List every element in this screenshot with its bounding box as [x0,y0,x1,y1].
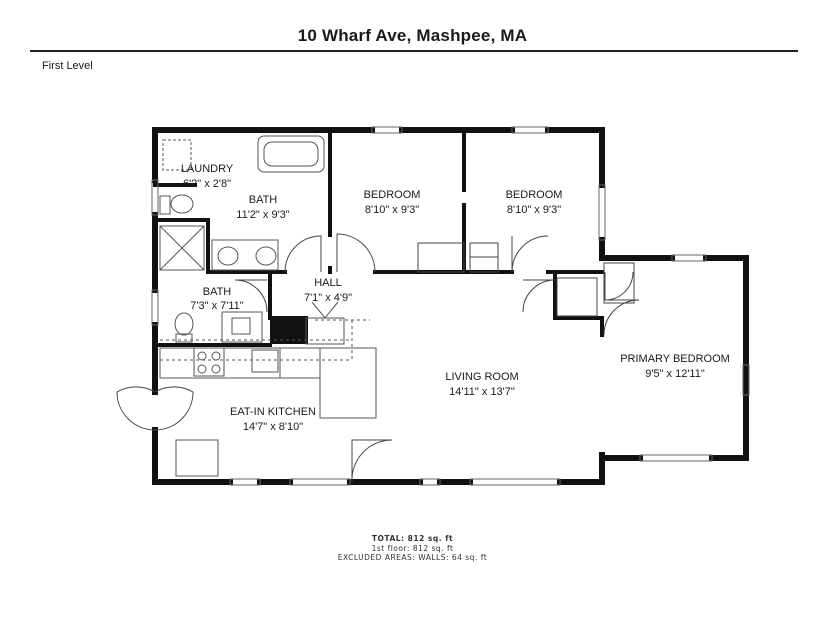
laundry-name: LAUNDRY [181,163,234,175]
living-name: LIVING ROOM [445,371,518,383]
door-swings [116,233,640,483]
level-label: First Level [42,60,93,72]
living-dims: 14'11" x 13'7" [449,386,515,398]
dashed-lines [160,319,370,362]
bedroom2-name: BEDROOM [506,189,563,201]
first-floor-area: 1st floor: 812 sq. ft [371,544,454,553]
bedroom1-dims: 8'10" x 9'3" [365,204,419,216]
closet-block [270,316,308,344]
bath1-name: BATH [249,194,278,206]
hall-name: HALL [314,277,342,289]
kitchen-dims: 14'7" x 8'10" [243,421,303,433]
closets [417,242,635,317]
exterior-walls [152,127,749,485]
address-title: 10 Wharf Ave, Mashpee, MA [297,26,528,45]
laundry-dims: 6'2" x 2'8" [183,178,231,190]
header-divider [30,50,798,52]
primary-dims: 9'5" x 12'11" [645,368,705,380]
total-area: TOTAL: 812 sq. ft [371,534,454,543]
excluded-areas: EXCLUDED AREAS: WALLS: 64 sq. ft [337,553,488,562]
hall-dims: 7'1" x 4'9" [304,292,352,304]
bath2-name: BATH [203,286,232,298]
fixtures [159,135,377,477]
bedroom1-name: BEDROOM [364,189,421,201]
windows [151,126,750,486]
primary-name: PRIMARY BEDROOM [620,353,730,365]
bath2-dims: 7'3" x 7'11" [190,300,243,312]
bedroom2-dims: 8'10" x 9'3" [507,204,561,216]
bath1-dims: 11'2" x 9'3" [236,209,289,221]
kitchen-name: EAT-IN KITCHEN [230,406,316,418]
